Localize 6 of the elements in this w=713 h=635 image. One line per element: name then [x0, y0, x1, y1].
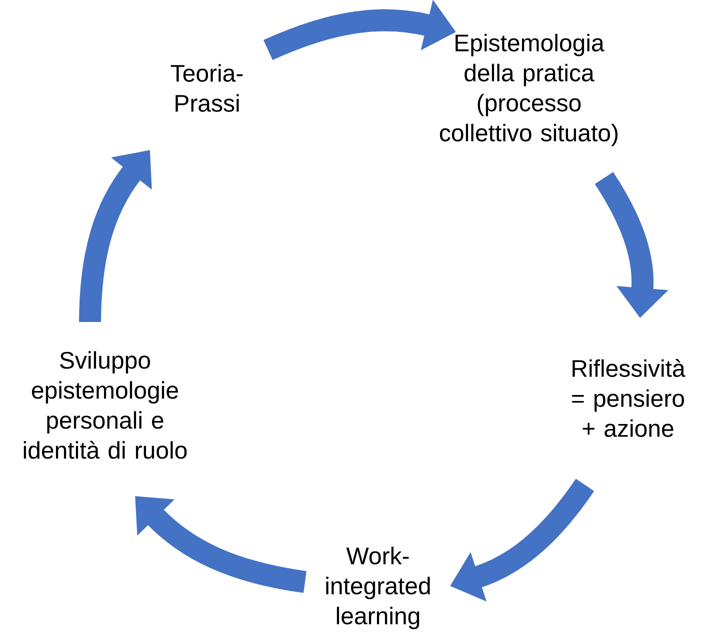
cycle-label: Teoria-Prassi	[170, 64, 243, 112]
cycle-label: Epistemologia della pratica (processo collettivo situato)	[440, 34, 618, 146]
cycle-label: Work-integrated learning	[326, 546, 430, 630]
cycle-label: Riflessività = pensiero + azione	[572, 359, 686, 437]
cycle-label: Sviluppo epistemologie personali e identità di ruolo	[24, 351, 187, 459]
curved-arrow	[135, 496, 307, 593]
